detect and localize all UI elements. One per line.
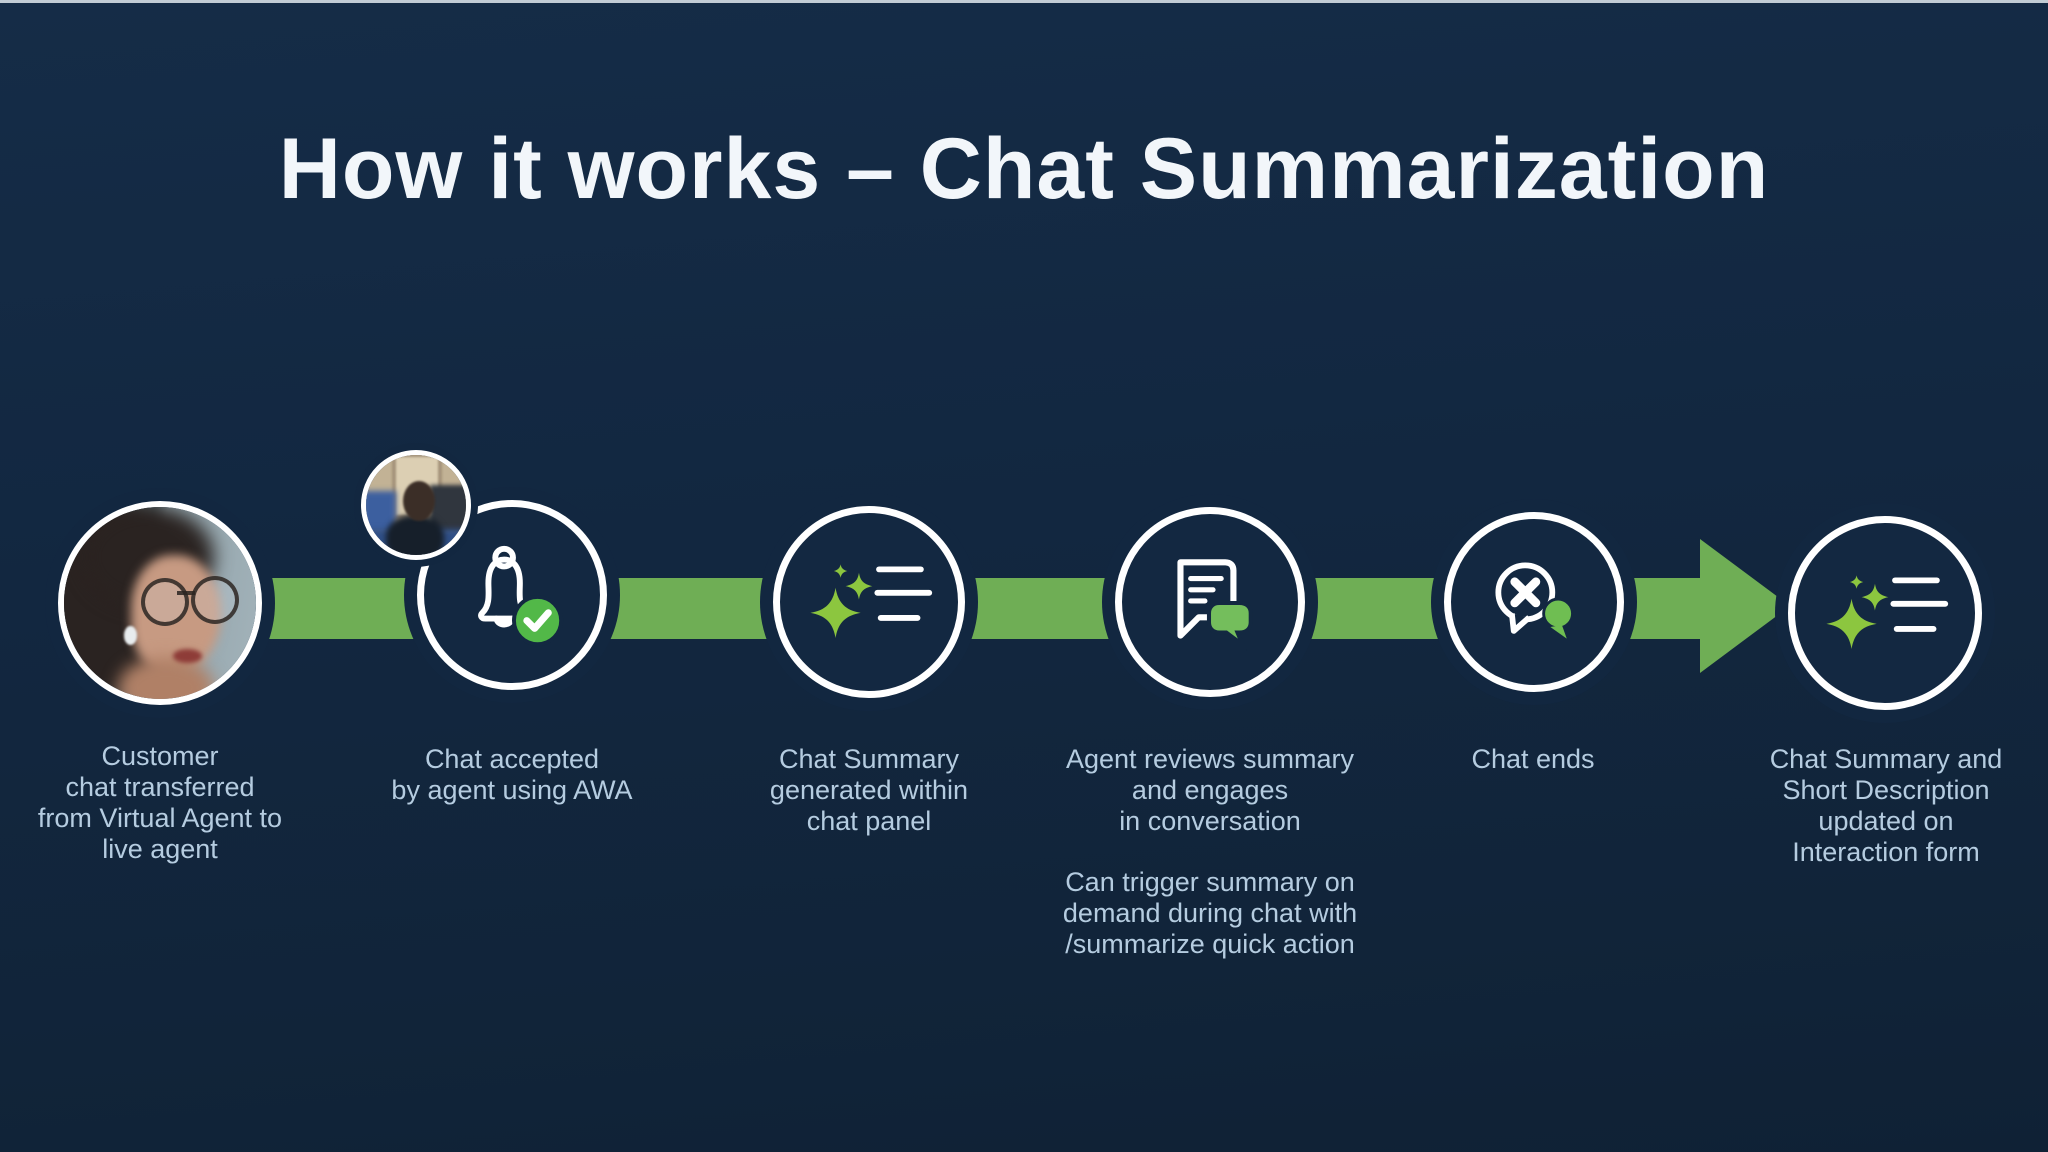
step-label-chat-ends: Chat ends: [1471, 744, 1595, 774]
photo-glasses: [140, 578, 190, 627]
chat-conversation-icon: [1177, 559, 1253, 651]
step-label-customer-transfer: Customer chat transferred from Virtual A…: [37, 741, 283, 864]
close-icon: [1510, 577, 1541, 608]
photo-lips: [173, 649, 203, 663]
chat-end-icon: [1495, 562, 1574, 639]
sparkle-small: [1849, 575, 1864, 589]
customer-photo: [64, 507, 256, 699]
summary-lines: [1890, 577, 1949, 632]
step-label-agent-reviews: Agent reviews summary and engages in con…: [1065, 744, 1355, 836]
photo-shoulder: [117, 656, 214, 699]
photo-glasses-bridge: [177, 591, 195, 596]
ai-sparkle-summary-icon: [810, 564, 933, 638]
step-circle-summary-updated: [1788, 516, 1982, 710]
sparkle-large: [810, 587, 861, 638]
agent-photo: [361, 450, 471, 560]
bell-notification-icon: [478, 545, 564, 647]
photo-head: [403, 481, 435, 521]
check-icon: [511, 595, 564, 647]
photo-shirt: [386, 515, 444, 555]
chat-text-lines: [1188, 576, 1224, 604]
sparkle-large: [1826, 598, 1877, 649]
flow-arrowhead-icon: [1700, 539, 1790, 673]
step-label-summary-generated: Chat Summary generated within chat panel: [769, 744, 969, 836]
step-note-trigger-summary: Can trigger summary on demand during cha…: [1062, 867, 1358, 959]
video-top-strip: [0, 0, 2048, 3]
sparkle-small: [833, 564, 848, 578]
step-label-summary-updated: Chat Summary and Short Description updat…: [1769, 744, 2003, 867]
step-circle-customer-transfer: [58, 501, 262, 705]
step-label-chat-accepted: Chat accepted by agent using AWA: [391, 744, 633, 805]
chat-bubble-green: [1206, 600, 1253, 651]
sparkle-medium: [845, 572, 873, 600]
ai-sparkle-summary-icon: [1826, 575, 1949, 649]
chat-bubble-tail: [1508, 613, 1532, 634]
step-circle-summary-generated: [773, 506, 965, 698]
slide-title: How it works – Chat Summarization: [278, 121, 1770, 217]
agent-photo-image: [366, 455, 466, 555]
chat-bubble-green: [1542, 597, 1574, 639]
photo-glasses: [190, 576, 240, 625]
step-circle-chat-ends: [1444, 512, 1624, 692]
sparkle-medium: [1861, 583, 1889, 611]
summary-lines: [874, 566, 933, 621]
step-circle-agent-reviews: [1115, 507, 1305, 697]
photo-earbud: [123, 626, 137, 646]
